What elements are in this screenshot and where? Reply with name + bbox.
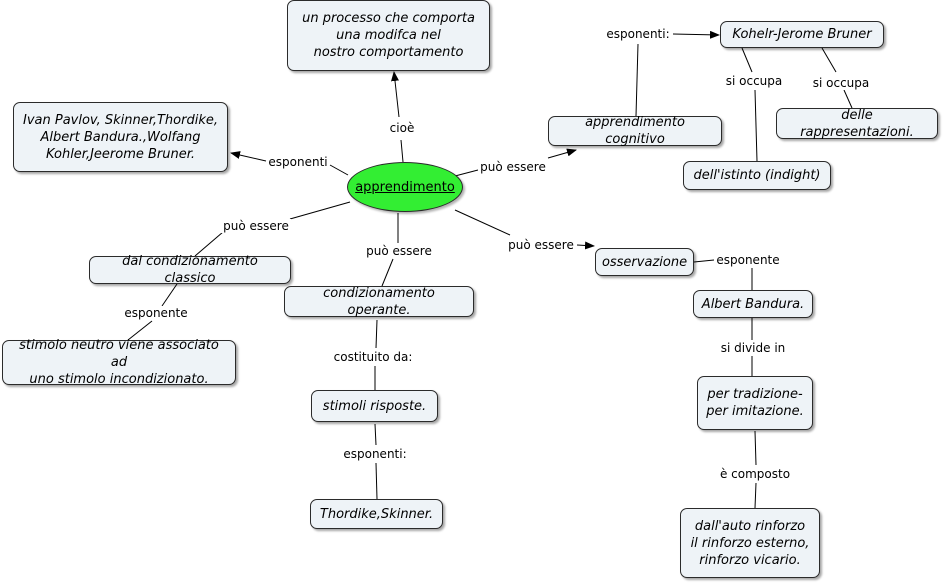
node-neutral-stimulus[interactable]: stimolo neutro viene associato ad uno st…: [2, 338, 236, 387]
node-definition[interactable]: un processo che comporta una modifca nel…: [287, 0, 490, 71]
node-classical-conditioning[interactable]: dal condizionamento classico: [89, 254, 291, 286]
node-operant-conditioning[interactable]: condizionamento operante.: [284, 285, 474, 318]
node-representations[interactable]: delle rappresentazioni.: [776, 107, 938, 140]
link-label-si-divide-in: si divide in: [718, 341, 788, 355]
node-classical-conditioning-text: dal condizionamento classico: [122, 254, 258, 286]
node-cognitive-learning-text: apprendimento cognitivo: [585, 115, 685, 147]
node-observation[interactable]: osservazione: [595, 248, 694, 276]
link-label-esponenti-cognitive: esponenti:: [604, 27, 672, 41]
node-definition-text: un processo che comporta una modifca nel…: [302, 11, 475, 60]
node-reinforcement-text: dall'auto rinforzo il rinforzo esterno, …: [690, 518, 810, 568]
node-albert-bandura[interactable]: Albert Bandura.: [693, 290, 813, 318]
node-tradition-imitation-text: per tradizione- per imitazione.: [706, 387, 804, 419]
node-representations-text: delle rappresentazioni.: [800, 107, 914, 140]
node-insight[interactable]: dell'istinto (indight): [683, 161, 831, 190]
node-albert-bandura-text: Albert Bandura.: [701, 296, 805, 312]
node-insight-text: dell'istinto (indight): [693, 168, 821, 183]
node-stimuli-responses-text: stimoli risposte.: [322, 398, 427, 414]
node-kohler-bruner-text: Kohelr-Jerome Bruner: [732, 27, 872, 42]
node-thordike-skinner-text: Thordike,Skinner.: [319, 506, 434, 522]
link-label-esponente-observation: esponente: [714, 253, 782, 267]
node-operant-conditioning-text: condizionamento operante.: [323, 285, 435, 318]
node-exponents-list[interactable]: Ivan Pavlov, Skinner,Thordike, Albert Ba…: [13, 102, 228, 172]
node-stimuli-responses[interactable]: stimoli risposte.: [311, 390, 438, 422]
link-label-costituito-da: costituito da:: [331, 350, 415, 364]
link-label-si-occupa-1: si occupa: [723, 74, 785, 88]
node-cognitive-learning[interactable]: apprendimento cognitivo: [548, 115, 722, 147]
link-label-puo-essere-operant: può essere: [364, 244, 434, 258]
link-label-puo-essere-observation: può essere: [506, 238, 576, 252]
node-exponents-list-text: Ivan Pavlov, Skinner,Thordike, Albert Ba…: [23, 112, 218, 162]
node-tradition-imitation[interactable]: per tradizione- per imitazione.: [697, 376, 813, 430]
node-kohler-bruner[interactable]: Kohelr-Jerome Bruner: [720, 21, 884, 48]
link-label-esponenti-operant: esponenti:: [341, 447, 409, 461]
link-label-si-occupa-2: si occupa: [810, 76, 872, 90]
node-neutral-stimulus-text: stimolo neutro viene associato ad uno st…: [19, 338, 219, 387]
node-thordike-skinner[interactable]: Thordike,Skinner.: [310, 499, 443, 529]
link-label-e-composto: è composto: [717, 467, 793, 481]
link-label-esponente-classical: esponente: [122, 306, 190, 320]
node-reinforcement[interactable]: dall'auto rinforzo il rinforzo esterno, …: [680, 508, 820, 578]
link-label-esponenti-left: esponenti: [266, 155, 330, 169]
link-label-cioe: cioè: [387, 121, 417, 135]
node-observation-text: osservazione: [601, 254, 688, 270]
link-label-puo-essere-classical: può essere: [221, 219, 291, 233]
link-label-puo-essere-cognitive: può essere: [478, 160, 548, 174]
root-node-apprendimento[interactable]: apprendimento: [347, 162, 463, 212]
